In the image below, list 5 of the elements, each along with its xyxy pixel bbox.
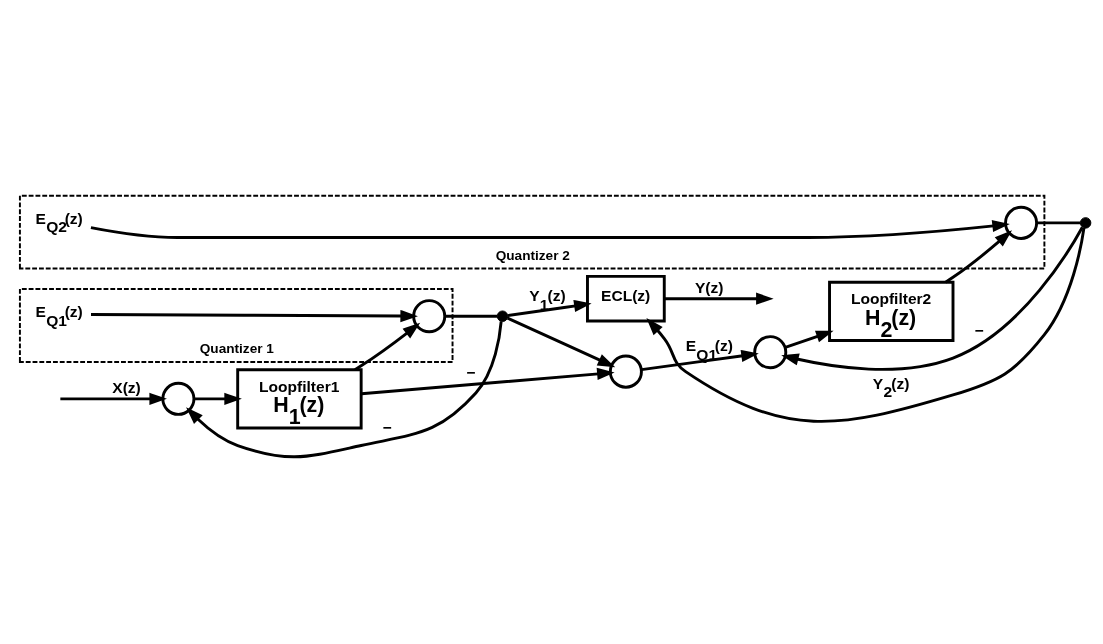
edge-label: − xyxy=(974,321,984,339)
edge-label: Y(z) xyxy=(694,278,724,296)
edge-label: − xyxy=(382,418,392,436)
edge-label: X(z) xyxy=(112,378,141,396)
edge-label: − xyxy=(466,363,476,381)
